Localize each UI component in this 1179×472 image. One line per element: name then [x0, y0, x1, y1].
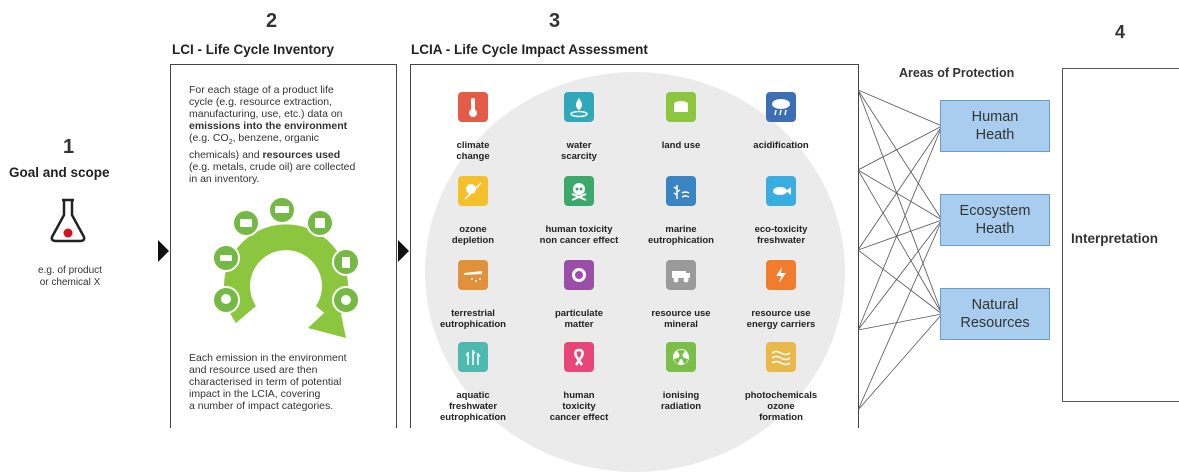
step-3-title: LCIA - Life Cycle Impact Assessment [411, 42, 648, 57]
category-label: acidification [753, 140, 809, 151]
flow-arrow-1 [158, 240, 169, 262]
sun-icon [458, 176, 488, 206]
lci-intro-text: For each stage of a product life cycle (… [189, 84, 356, 186]
acid-rain-icon [766, 92, 796, 122]
step-2-title: LCI - Life Cycle Inventory [172, 42, 335, 57]
flask-icon [50, 198, 86, 243]
seaweed-icon [666, 176, 696, 206]
lci-characterisation-text: Each emission in the environment and res… [189, 352, 347, 412]
lci-life-cycle-diagram [212, 196, 360, 338]
areas-of-protection-title: Areas of Protection [899, 66, 1015, 80]
category-label: land use [661, 140, 701, 151]
flow-arrow-2 [398, 240, 409, 262]
fish-icon [766, 176, 796, 206]
interpretation-box [1062, 68, 1179, 402]
radiation-icon [666, 342, 696, 372]
mining-truck-icon [666, 260, 696, 290]
skull-icon [564, 176, 594, 206]
connector-lines [858, 89, 943, 411]
step-4-title: Interpretation [1071, 231, 1159, 246]
tree-stump-icon [666, 92, 696, 122]
ribbon-icon [564, 342, 594, 372]
algae-icon [458, 342, 488, 372]
step-4-number: 4 [1115, 22, 1126, 42]
smog-icon [766, 342, 796, 372]
step-1-number: 1 [63, 136, 75, 158]
thermometer-icon [458, 92, 488, 122]
step-3-number: 3 [549, 10, 561, 32]
step-1-title: Goal and scope [9, 165, 110, 180]
plane-spray-icon [458, 260, 488, 290]
particle-icon [564, 260, 594, 290]
step-2-number: 2 [266, 10, 278, 32]
water-drop-icon [564, 92, 594, 122]
step-1-caption: e.g. of product or chemical X [38, 265, 102, 288]
energy-icon [766, 260, 796, 290]
